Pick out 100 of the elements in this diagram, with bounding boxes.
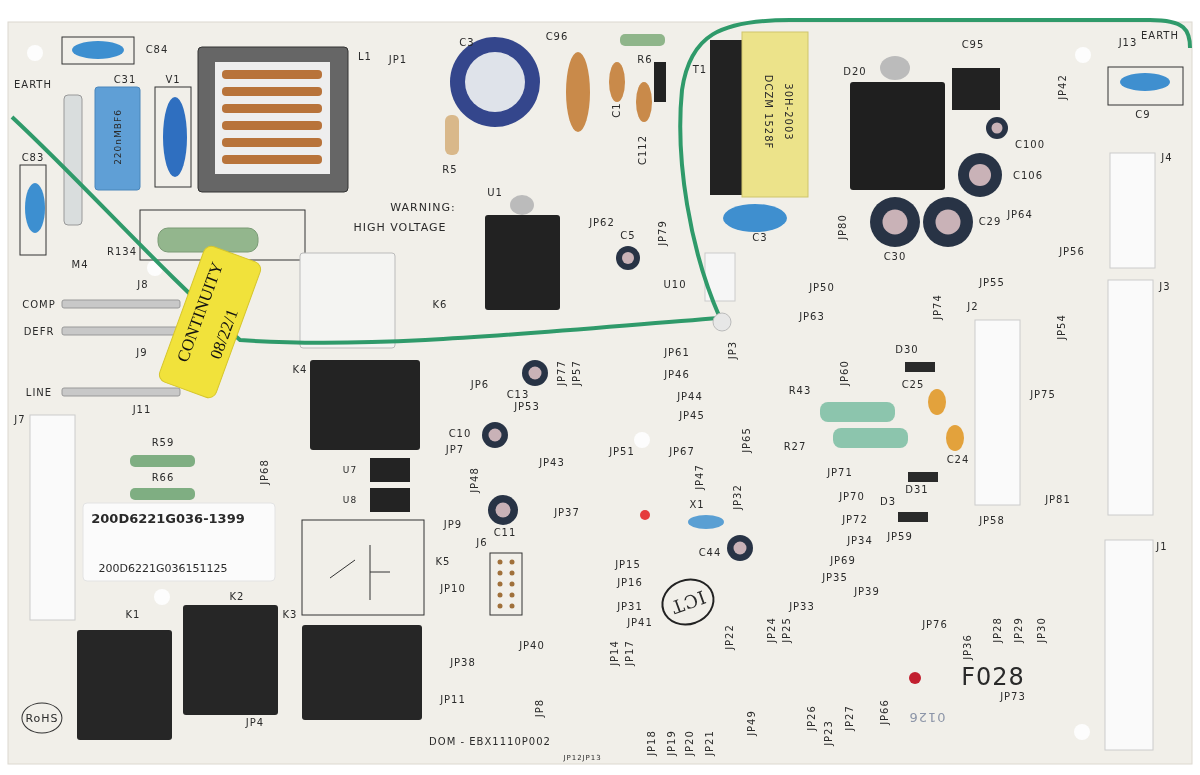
component-designator: C112 <box>638 134 648 166</box>
component-designator: T1 <box>692 65 708 75</box>
component-designator: JP26 <box>807 705 817 731</box>
capacitor-marking: 220nMBF6 <box>113 109 123 165</box>
component-designator: C1 <box>612 102 622 118</box>
component-designator: JP62 <box>589 218 615 228</box>
component-designator: JP20 <box>685 730 695 756</box>
component-designator: JP70 <box>839 492 865 502</box>
component-designator: JP46 <box>664 370 690 380</box>
component-designator: JP23 <box>824 720 834 746</box>
component-designator: C25 <box>901 380 925 390</box>
component-designator: J11 <box>132 405 152 415</box>
component-designator: JP56 <box>1059 247 1085 257</box>
board-code: F028 <box>961 665 1025 689</box>
component-designator: C84 <box>145 45 169 55</box>
component-designator: C5 <box>620 231 636 241</box>
component-designator: JP51 <box>609 447 635 457</box>
component-designator: JP8 <box>535 698 545 718</box>
component-designator: C100 <box>1014 140 1046 150</box>
component-designator: JP71 <box>827 468 853 478</box>
component-designator: C11 <box>493 528 517 538</box>
component-designator: JP32 <box>733 484 743 510</box>
component-designator: JP41 <box>627 618 653 628</box>
component-designator: JP61 <box>664 348 690 358</box>
component-designator: U8 <box>342 495 358 505</box>
component-designator: JP34 <box>847 536 873 546</box>
component-designator: JP3 <box>728 340 738 360</box>
component-designator: JP27 <box>845 705 855 731</box>
component-designator: JP48 <box>470 467 480 493</box>
component-designator: J9 <box>136 348 148 358</box>
component-designator: JP55 <box>979 278 1005 288</box>
component-designator: JP38 <box>450 658 476 668</box>
component-designator: K5 <box>435 557 451 567</box>
component-designator: JP11 <box>440 695 466 705</box>
component-designator: JP50 <box>809 283 835 293</box>
component-designator: JP22 <box>725 624 735 650</box>
component-designator: D3 <box>879 497 897 507</box>
component-designator: JP65 <box>742 427 752 453</box>
component-designator: R27 <box>783 442 807 452</box>
component-designator: K6 <box>432 300 448 310</box>
component-designator: C95 <box>961 40 985 50</box>
component-designator: C13 <box>506 390 530 400</box>
board-code: DOM - EBX1110P002 <box>429 737 551 747</box>
component-designator: JP4 <box>245 718 265 728</box>
component-designator: R6 <box>637 55 653 65</box>
component-designator: JP58 <box>979 516 1005 526</box>
component-designator: R134 <box>107 247 137 257</box>
component-designator: JP53 <box>514 402 540 412</box>
component-designator: JP69 <box>830 556 856 566</box>
part-number: 200D6221G036151125 <box>98 562 228 574</box>
component-designator: R43 <box>788 386 812 396</box>
component-designator: K3 <box>282 610 298 620</box>
component-designator: JP17 <box>625 640 635 666</box>
component-designator: J13 <box>1118 38 1138 48</box>
board-code: 0126 <box>908 710 946 724</box>
terminal-label: COMP <box>22 300 56 310</box>
component-designator: JP18 <box>647 730 657 756</box>
component-designator: C9 <box>1135 110 1151 120</box>
component-designator: JP14 <box>610 640 620 666</box>
component-designator: U1 <box>487 188 503 198</box>
component-designator: JP7 <box>445 445 465 455</box>
component-designator: J6 <box>476 538 488 548</box>
component-designator: J2 <box>967 302 979 312</box>
component-designator: JP45 <box>679 411 705 421</box>
component-designator: JP68 <box>260 459 270 485</box>
component-designator: C3 <box>752 233 768 243</box>
component-designator: JP80 <box>838 214 848 240</box>
component-designator: C106 <box>1012 171 1044 181</box>
component-designator: JP42 <box>1058 74 1068 100</box>
component-designator: C24 <box>946 455 970 465</box>
component-designator: JP47 <box>695 464 705 490</box>
component-designator: C10 <box>448 429 472 439</box>
component-designator: J1 <box>1156 542 1168 552</box>
component-designator: JP16 <box>617 578 643 588</box>
component-designator: JP39 <box>854 587 880 597</box>
component-designator: K2 <box>229 592 245 602</box>
component-designator: C30 <box>883 252 907 262</box>
component-designator: D31 <box>905 485 929 495</box>
transformer-marking: DCZM 1528F <box>763 74 773 150</box>
component-designator: JP21 <box>705 730 715 756</box>
terminal-label: DEFR <box>23 327 55 337</box>
component-designator: JP54 <box>1057 314 1067 340</box>
component-designator: C44 <box>698 548 722 558</box>
component-designator: C3 <box>459 38 475 48</box>
component-designator: J4 <box>1161 153 1173 163</box>
component-designator: JP73 <box>1000 692 1026 702</box>
component-designator: K4 <box>292 365 308 375</box>
component-designator: JP43 <box>539 458 565 468</box>
component-designator: L1 <box>358 52 372 62</box>
component-designator: JP1 <box>388 55 408 65</box>
component-designator: JP29 <box>1014 617 1024 643</box>
component-designator: D30 <box>895 345 919 355</box>
component-designator: R5 <box>442 165 458 175</box>
component-designator: JP79 <box>658 220 668 246</box>
component-designator: C31 <box>113 75 137 85</box>
component-designator: JP19 <box>667 730 677 756</box>
warning-text: HIGH VOLTAGE <box>353 221 447 233</box>
terminal-label: LINE <box>25 388 53 398</box>
component-designator: M4 <box>71 260 89 270</box>
component-designator: C83 <box>21 153 45 163</box>
